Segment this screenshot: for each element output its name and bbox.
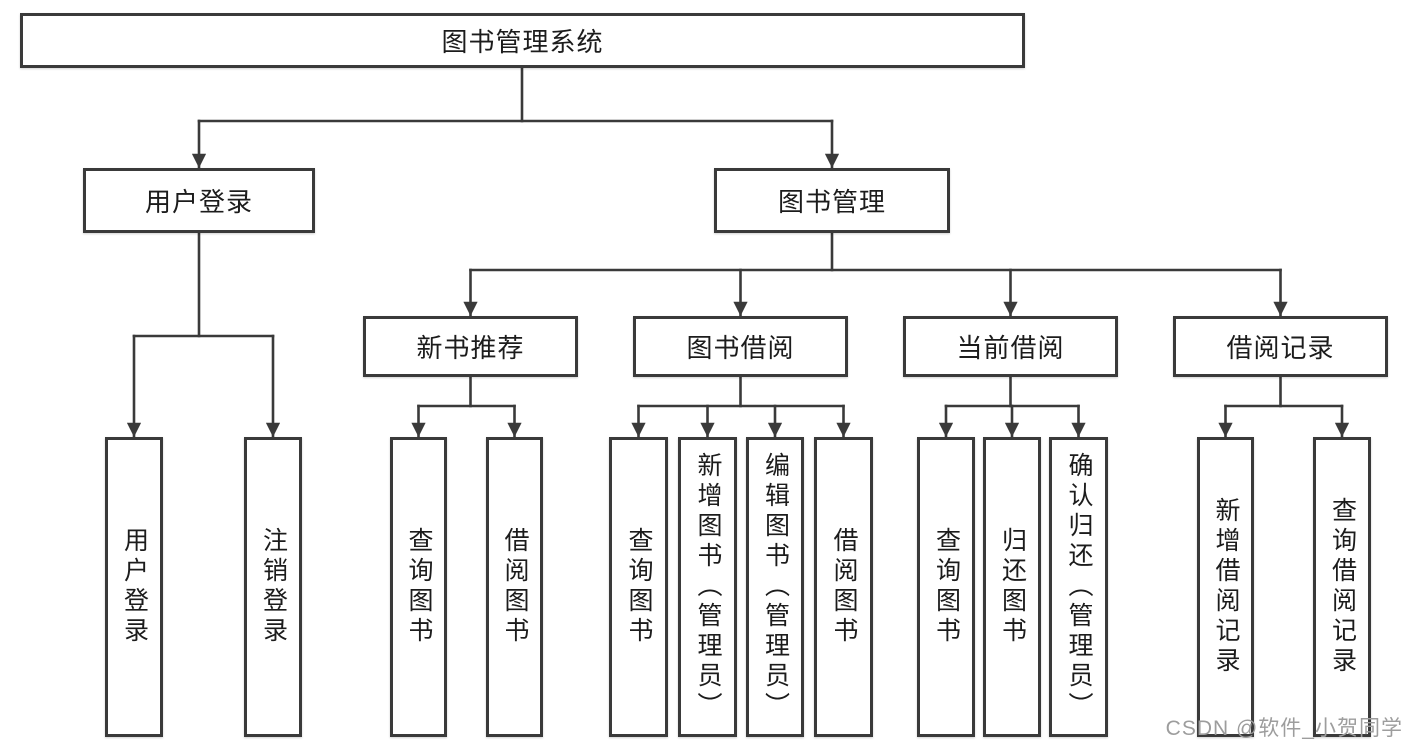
leaf-cb-confirm-return-admin: 确认归还（管理员） — [1049, 437, 1108, 737]
node-user-login-branch-label: 用户登录 — [144, 187, 253, 217]
node-book-management: 图书管理 — [714, 168, 950, 233]
leaf-bb-add-books-admin-label: 新增图书（管理员） — [694, 452, 722, 722]
leaf-user-login: 用户登录 — [105, 437, 163, 737]
node-current-borrow: 当前借阅 — [903, 316, 1118, 377]
leaf-user-login-label: 用户登录 — [120, 527, 149, 647]
leaf-br-add-record-label: 新增借阅记录 — [1212, 497, 1240, 677]
leaf-logout: 注销登录 — [244, 437, 302, 737]
leaf-nb-query-books: 查询图书 — [390, 437, 447, 737]
leaf-bb-edit-books-admin-label: 编辑图书（管理员） — [761, 452, 790, 722]
node-new-book-recommend-label: 新书推荐 — [416, 333, 525, 363]
leaf-bb-query-books-label: 查询图书 — [625, 527, 653, 647]
leaf-br-add-record: 新增借阅记录 — [1197, 437, 1254, 737]
leaf-br-query-record-label: 查询借阅记录 — [1328, 497, 1357, 677]
leaf-bb-add-books-admin: 新增图书（管理员） — [678, 437, 737, 737]
node-library-system: 图书管理系统 — [20, 13, 1025, 68]
leaf-nb-borrow-books: 借阅图书 — [486, 437, 543, 737]
node-book-borrow-label: 图书借阅 — [686, 333, 795, 363]
node-book-management-label: 图书管理 — [777, 187, 886, 217]
leaf-cb-return-books: 归还图书 — [983, 437, 1041, 737]
leaf-cb-query-books-label: 查询图书 — [932, 527, 961, 647]
leaf-cb-return-books-label: 归还图书 — [998, 527, 1027, 647]
leaf-nb-query-books-label: 查询图书 — [405, 527, 433, 647]
leaf-bb-borrow-books-label: 借阅图书 — [830, 527, 858, 647]
leaf-bb-query-books: 查询图书 — [609, 437, 668, 737]
node-library-system-label: 图书管理系统 — [441, 27, 604, 57]
leaf-bb-edit-books-admin: 编辑图书（管理员） — [746, 437, 804, 737]
leaf-nb-borrow-books-label: 借阅图书 — [501, 527, 529, 647]
node-user-login-branch: 用户登录 — [83, 168, 315, 233]
watermark-text: CSDN @软件_小贺同学 — [1165, 717, 1403, 740]
leaf-cb-confirm-return-admin-label: 确认归还（管理员） — [1065, 452, 1093, 722]
node-borrow-records: 借阅记录 — [1173, 316, 1388, 377]
leaf-bb-borrow-books: 借阅图书 — [814, 437, 873, 737]
leaf-logout-label: 注销登录 — [259, 527, 288, 647]
node-borrow-records-label: 借阅记录 — [1226, 333, 1335, 363]
node-book-borrow: 图书借阅 — [633, 316, 848, 377]
node-new-book-recommend: 新书推荐 — [363, 316, 578, 377]
leaf-br-query-record: 查询借阅记录 — [1313, 437, 1371, 737]
leaf-cb-query-books: 查询图书 — [917, 437, 975, 737]
node-current-borrow-label: 当前借阅 — [956, 333, 1065, 363]
